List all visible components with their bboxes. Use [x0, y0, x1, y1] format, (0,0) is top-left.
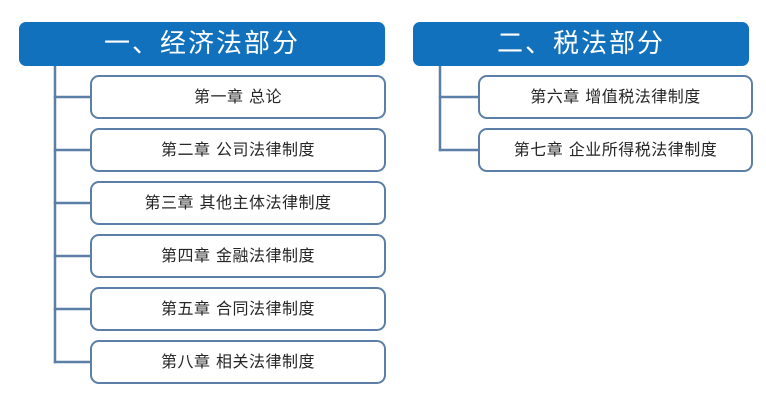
section-header-tax-law[interactable]: 二、税法部分: [413, 22, 749, 66]
chapter-box-8[interactable]: 第七章 企业所得税法律制度: [478, 128, 753, 172]
chapter-box-6[interactable]: 第八章 相关法律制度: [90, 340, 386, 384]
section-header-economic-law[interactable]: 一、经济法部分: [19, 22, 385, 66]
chapter-box-2[interactable]: 第二章 公司法律制度: [90, 128, 386, 172]
chapter-box-1[interactable]: 第一章 总论: [90, 75, 386, 119]
chapter-box-3[interactable]: 第三章 其他主体法律制度: [90, 181, 386, 225]
chapter-box-4[interactable]: 第四章 金融法律制度: [90, 234, 386, 278]
chapter-box-5[interactable]: 第五章 合同法律制度: [90, 287, 386, 331]
chapter-box-7[interactable]: 第六章 增值税法律制度: [478, 75, 753, 119]
